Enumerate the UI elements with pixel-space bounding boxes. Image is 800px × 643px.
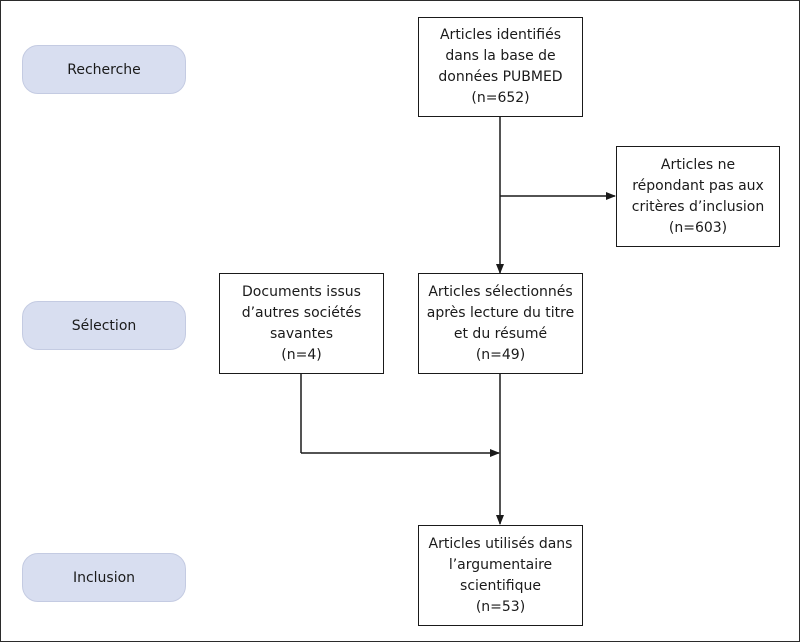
box-other-sources-count: (n=4) (281, 346, 322, 363)
box-identified-line: dans la base de (445, 48, 556, 64)
box-included-line: scientifique (460, 577, 541, 594)
stage-selection-label: Sélection (71, 317, 137, 334)
box-other-sources: Documents issus d’autres sociétés savant… (219, 273, 384, 374)
box-other-sources-line: Documents issus (242, 283, 361, 300)
box-excluded-line: répondant pas aux (632, 177, 764, 194)
box-identified-count: (n=652) (471, 90, 530, 106)
stage-recherche-label: Recherche (67, 61, 141, 78)
box-excluded: Articles ne répondant pas aux critères d… (616, 146, 780, 247)
box-selected-line: et du résumé (453, 325, 548, 342)
stage-recherche: Recherche (22, 45, 186, 94)
stage-inclusion: Inclusion (22, 553, 186, 602)
box-identified-line: Articles identifiés (439, 27, 562, 43)
box-excluded-line: Articles ne (660, 156, 736, 173)
stage-selection: Sélection (22, 301, 186, 350)
box-included: Articles utilisés dans l’argumentaire sc… (418, 525, 583, 626)
box-selected-count: (n=49) (475, 346, 526, 363)
box-selected-line: Articles sélectionnés (428, 283, 573, 300)
box-identified-line: données PUBMED (438, 69, 563, 85)
box-identified: Articles identifiés dans la base de donn… (418, 17, 583, 117)
box-other-sources-line: savantes (269, 325, 333, 342)
box-included-count: (n=53) (475, 598, 526, 615)
box-other-sources-line: d’autres sociétés (241, 304, 362, 321)
box-selected-line: après lecture du titre (426, 304, 575, 321)
box-included-line: Articles utilisés dans (428, 535, 573, 552)
box-selected: Articles sélectionnés après lecture du t… (418, 273, 583, 374)
box-excluded-count: (n=603) (668, 219, 728, 236)
box-included-line: l’argumentaire (448, 556, 553, 573)
stage-inclusion-label: Inclusion (72, 569, 136, 586)
box-excluded-line: critères d’inclusion (631, 198, 765, 215)
